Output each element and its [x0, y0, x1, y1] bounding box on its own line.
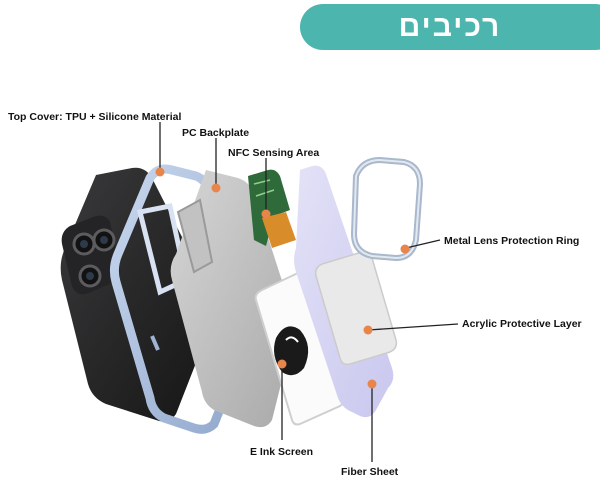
callout-dot-nfc: [261, 209, 271, 219]
callout-lines: [159, 122, 459, 462]
label-lens-ring: Metal Lens Protection Ring: [444, 235, 580, 247]
callout-dot-lens-ring: [400, 244, 410, 254]
callout-dot-pc-backplate: [211, 183, 221, 193]
callout-dot-fiber: [367, 379, 377, 389]
label-e-ink-screen: E Ink Screen: [250, 446, 314, 458]
callout-dot-e-ink: [277, 359, 287, 369]
lens-ring: [350, 156, 424, 262]
banner-title: רכיבים: [398, 10, 502, 43]
label-pc-backplate: PC Backplate: [182, 127, 250, 139]
label-top-cover: Top Cover: TPU + Silicone Material: [8, 111, 182, 123]
nfc-circuit: [248, 169, 296, 248]
callout-dot-top-cover: [155, 167, 165, 177]
callout-dots: [155, 167, 410, 389]
callout-dot-acrylic: [363, 325, 373, 335]
label-acrylic-layer: Acrylic Protective Layer: [462, 318, 582, 330]
title-banner: רכיבים: [300, 4, 600, 50]
label-fiber-sheet: Fiber Sheet: [341, 466, 399, 478]
label-nfc-area: NFC Sensing Area: [228, 147, 320, 159]
